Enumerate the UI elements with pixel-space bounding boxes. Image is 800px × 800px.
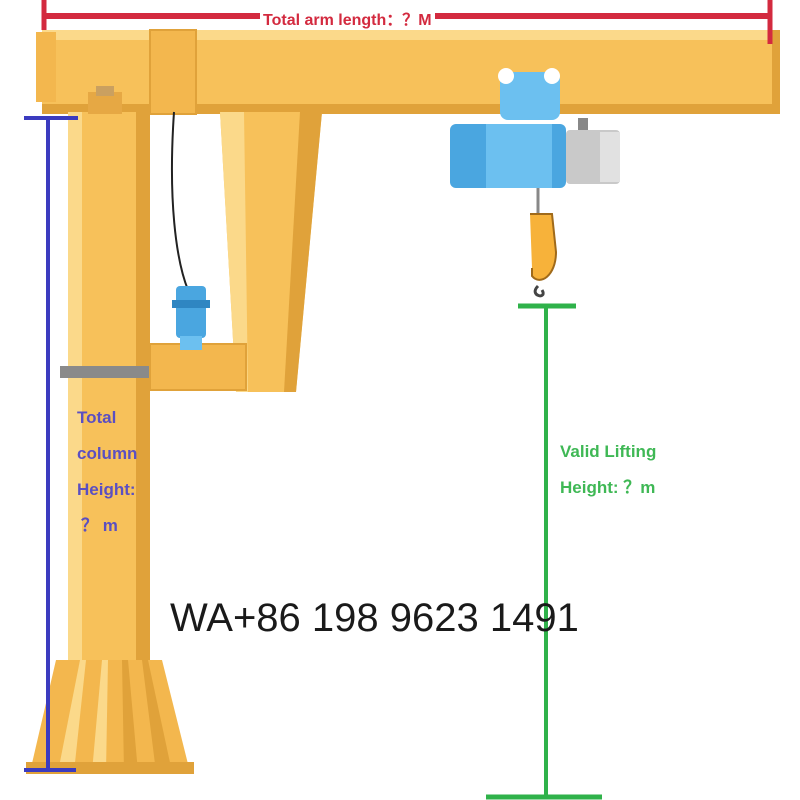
crane-column (60, 86, 158, 752)
contact-watermark: WA+86 198 9623 1491 (170, 596, 579, 640)
column-height-label-line: column (77, 444, 138, 463)
lifting-height-dimension (486, 303, 602, 800)
column-height-label: Total column Height: ？ m (77, 400, 137, 544)
column-height-label-line: Total (77, 408, 117, 427)
arm-length-label: Total arm length：？M (260, 6, 435, 30)
column-height-label-line: ？ m (81, 516, 118, 535)
lifting-height-label-line: Height: ？m (560, 478, 656, 497)
jib-arm (36, 29, 780, 115)
column-height-dimension (24, 116, 78, 772)
lifting-height-label: Valid Lifting Height: ？m (560, 434, 656, 506)
hook (530, 213, 558, 298)
column-height-label-line: Height: (77, 480, 136, 499)
electric-hoist (450, 68, 620, 214)
column-base (26, 660, 194, 774)
support-bracket (149, 112, 322, 392)
lifting-height-label-line: Valid Lifting (560, 442, 657, 461)
slewing-motor (170, 111, 210, 350)
